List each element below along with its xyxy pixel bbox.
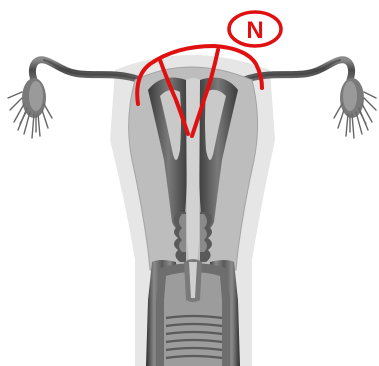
annotation-label: N [246,17,263,44]
left-fimbriae [8,78,52,138]
right-fimbriae [334,78,376,138]
vagina [146,259,240,366]
